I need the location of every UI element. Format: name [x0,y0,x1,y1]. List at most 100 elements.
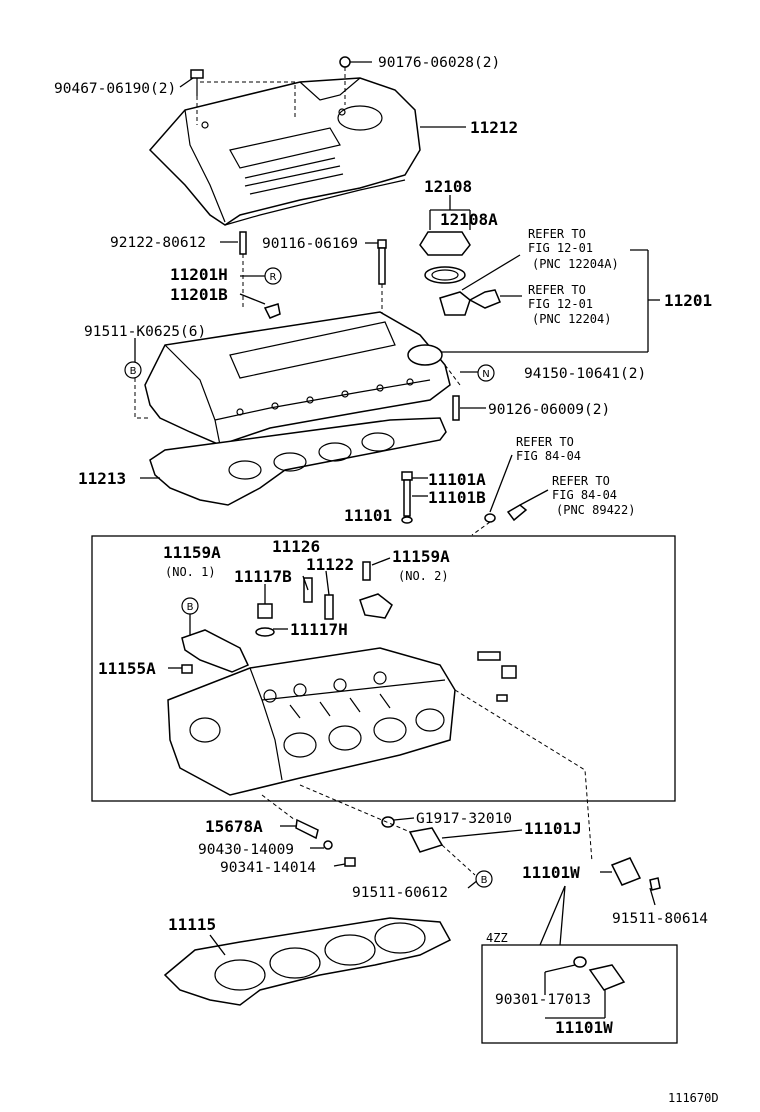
label-11126: 11126 [272,537,320,556]
cam-bearing-cap-no1-drawing [181,629,250,673]
plug-11155a-drawing [181,664,193,674]
plug-drawing [501,665,517,679]
stud-11159a-drawing [362,561,371,581]
label-90430: 90430-14009 [198,842,294,858]
svg-text:R: R [270,272,277,283]
valve-stem-seal-drawing [257,603,273,619]
o-ring-g1917-drawing [381,816,395,828]
label-90126: 90126-06009(2) [488,402,610,418]
cylinder-head-frame [91,535,676,802]
pcv-fittings-drawing [439,289,501,316]
pin-drawing [496,694,508,702]
label-11101a: 11101A [428,470,486,489]
note-no1: (NO. 1) [165,565,216,579]
oil-filler-cap-drawing [419,231,471,284]
svg-text:(PNC 12204A): (PNC 12204A) [532,257,619,271]
refer-block-2: REFER TO FIG 12-01 (PNC 12204) [528,283,611,326]
screw-90467-drawing [190,69,296,125]
sensor-11101w-drawing [610,857,642,886]
label-12108a: 12108A [440,210,498,229]
label-92122: 92122-80612 [110,235,206,251]
note-4zz: 4ZZ [486,931,508,945]
dowel-pin-drawing [477,651,501,661]
svg-text:B: B [481,875,488,886]
svg-text:(PNC 89422): (PNC 89422) [556,503,635,517]
bolt-91511-80614-drawing [649,877,661,891]
label-90176: 90176-06028(2) [378,55,500,71]
cam-bearing-cap-no2-drawing [359,593,393,619]
label-11159a-no1: 11159A [163,543,221,562]
gasket-plug-holes [228,432,395,480]
sensor-fitting-drawing [506,504,528,522]
svg-text:REFER TO: REFER TO [528,227,586,241]
guide-11122-drawing [324,594,334,620]
label-11213: 11213 [78,469,126,488]
label-11101: 11101 [344,506,392,525]
refer-block-1: REFER TO FIG 12-01 (PNC 12204A) [528,227,619,271]
callout-b-cover: B [124,361,142,379]
engine-4zz-box [481,944,678,1044]
svg-text:REFER TO: REFER TO [552,474,610,488]
svg-text:(PNC 12204): (PNC 12204) [532,312,611,326]
label-11212: 11212 [470,118,518,137]
sensor-4zz-drawing [588,964,626,991]
cylinder-head-drawing [167,647,456,796]
label-11201h: 11201H [170,265,228,284]
diagram-id: 111670D [668,1091,719,1105]
label-94150: 94150-10641(2) [524,366,646,382]
o-ring-drawing [484,513,496,523]
callout-b-lower: B [475,870,493,888]
nut-90430-drawing [323,840,333,850]
label-11117h: 11117H [290,620,348,639]
engine-cover-drawing [148,77,421,226]
stud-90126-drawing [452,395,460,421]
bolt-90341-drawing [344,857,356,867]
label-11201: 11201 [664,291,712,310]
callout-r: R [264,267,282,285]
label-11201b: 11201B [170,285,228,304]
label-g1917: G1917-32010 [416,811,512,827]
label-11101j: 11101J [524,819,582,838]
label-12108: 12108 [424,177,472,196]
label-11122: 11122 [306,555,354,574]
label-90341: 90341-14014 [220,860,316,876]
label-11101w-4zz: 11101W [555,1018,613,1037]
bolt-15678a-drawing [295,818,319,840]
callout-b-cap: B [181,597,199,615]
washer-11117h-drawing [255,627,275,637]
svg-text:FIG 84-04: FIG 84-04 [516,449,581,463]
svg-text:REFER TO: REFER TO [528,283,586,297]
svg-text:B: B [130,366,137,377]
label-11101w: 11101W [522,863,580,882]
note-no2: (NO. 2) [398,569,449,583]
label-90301: 90301-17013 [495,992,591,1008]
label-91511-80614: 91511-80614 [612,911,708,927]
svg-text:FIG 12-01: FIG 12-01 [528,241,593,255]
label-11159a-no2: 11159A [392,547,450,566]
grommet-90176-drawing [339,56,351,68]
svg-text:FIG 84-04: FIG 84-04 [552,488,617,502]
seal-washer-drawing [263,303,281,319]
label-11155a: 11155A [98,659,156,678]
cylinder-head-cover-drawing [144,311,451,446]
label-91511-60612: 91511-60612 [352,885,448,901]
head-bolt-drawing [401,471,413,524]
cylinder-head-gasket-drawing [163,917,452,1006]
sensor-11101j-drawing [408,827,444,853]
label-11101b: 11101B [428,488,486,507]
svg-text:B: B [187,602,194,613]
callout-n: N [477,364,495,382]
label-90116: 90116-06169 [262,236,358,252]
refer-block-3: REFER TO FIG 84-04 [516,435,581,463]
label-11115: 11115 [168,915,216,934]
o-ring-90301-drawing [573,956,587,968]
svg-text:N: N [482,369,489,380]
label-91511-k0625: 91511-K0625(6) [84,324,206,340]
label-15678a: 15678A [205,817,263,836]
svg-text:REFER TO: REFER TO [516,435,574,449]
refer-block-4: REFER TO FIG 84-04 (PNC 89422) [552,474,635,517]
label-90467: 90467-06190(2) [54,81,176,97]
label-11117b: 11117B [234,567,292,586]
svg-text:FIG 12-01: FIG 12-01 [528,297,593,311]
